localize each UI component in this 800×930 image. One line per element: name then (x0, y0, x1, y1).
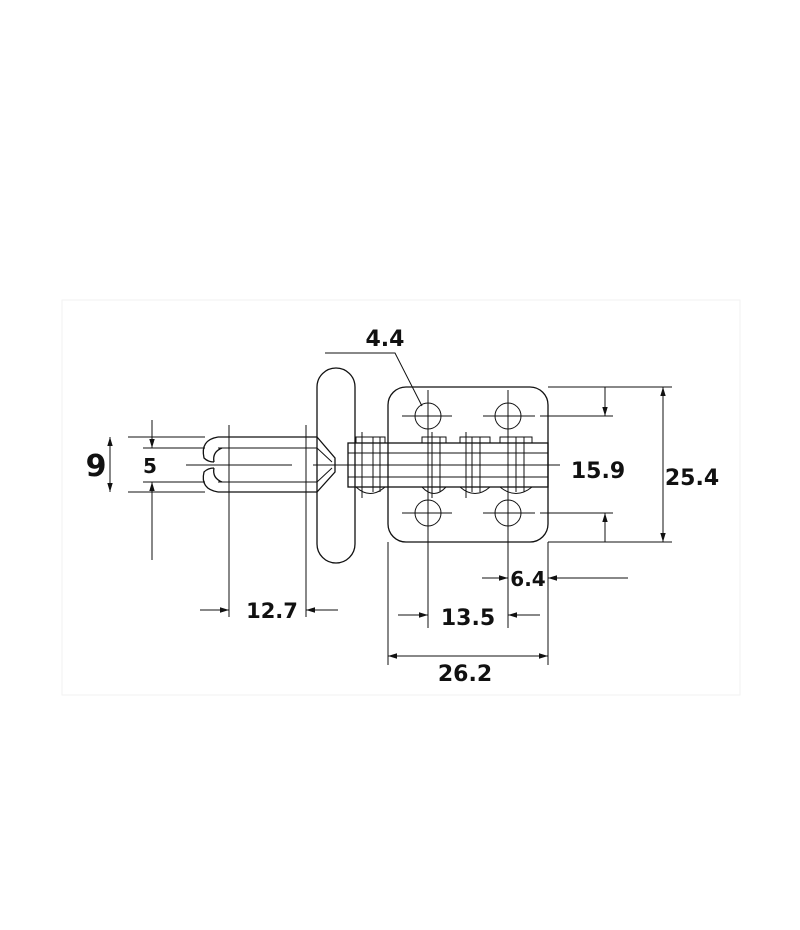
dim-base-width: 26.2 (438, 662, 492, 687)
plunger-assembly (335, 432, 560, 498)
dim-rod-offset: 12.7 (246, 599, 298, 623)
dim-hole-edge-offset: 6.4 (510, 567, 545, 591)
rod (186, 436, 336, 493)
dim-base-height: 25.4 (665, 466, 719, 491)
mounting-holes (402, 390, 535, 628)
dim-hole-spacing-vertical: 15.9 (571, 459, 625, 484)
drawing-frame (61, 299, 741, 696)
dim-jaw-outer: 9 (86, 449, 107, 484)
dim-hole-spacing-horizontal: 13.5 (441, 606, 495, 631)
dim-jaw-slot: 5 (143, 454, 157, 478)
dimension-lines (107, 352, 672, 665)
dim-hole-diameter: 4.4 (366, 327, 405, 352)
